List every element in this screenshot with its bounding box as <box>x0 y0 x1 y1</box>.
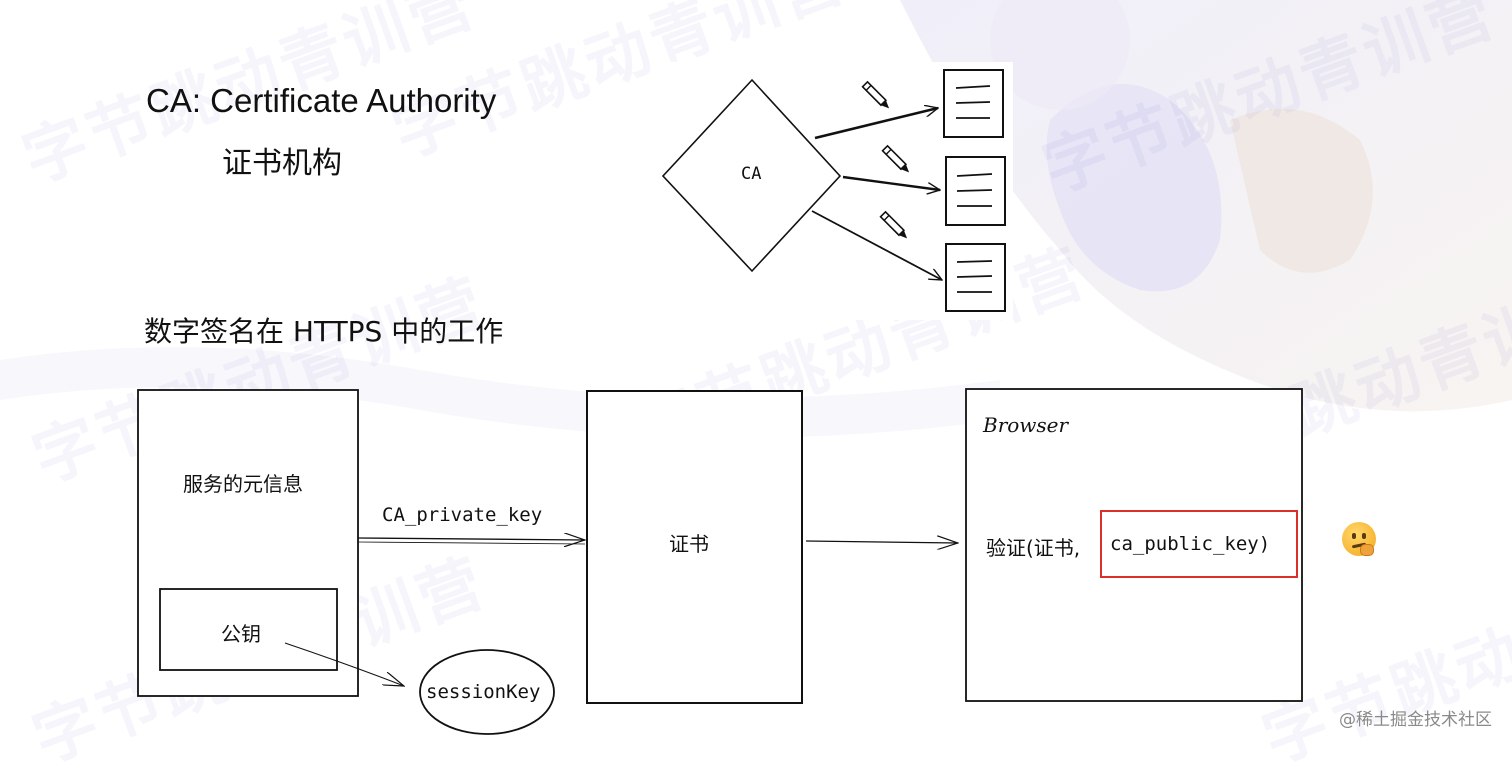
certificate-doc-icon <box>945 243 1006 312</box>
thinking-face-icon <box>1342 522 1376 556</box>
page-title: CA: Certificate Authority <box>146 82 497 119</box>
ca-node-diamond <box>661 78 842 273</box>
ca-arrow-1 <box>814 108 938 140</box>
certificate-label: 证书 <box>669 532 709 556</box>
ca-node-label: CA <box>741 164 762 184</box>
certificate-doc-icon <box>943 69 1004 138</box>
page-subtitle: 证书机构 <box>222 146 342 181</box>
browser-box <box>965 388 1303 702</box>
pencil-icon <box>861 80 890 109</box>
public-key-box <box>159 588 338 671</box>
session-key-arrow <box>284 642 404 686</box>
session-key-ellipse <box>419 649 555 735</box>
verify-prefix-label: 验证(证书, <box>986 536 1081 560</box>
ca-arrow-3 <box>811 210 942 281</box>
sign-arrow <box>357 538 585 540</box>
browser-label: Browser <box>983 413 1069 437</box>
https-flow-diagram <box>137 388 1303 735</box>
public-key-highlight <box>1100 510 1298 578</box>
verify-arrow <box>805 541 958 543</box>
ca-arrow-2 <box>842 175 940 190</box>
pencil-icon <box>879 210 908 239</box>
background-illustration <box>900 0 1512 412</box>
sign-arrow-shadow <box>357 541 586 545</box>
ca-diagram <box>661 69 1006 312</box>
certificate-box <box>586 390 803 704</box>
session-key-label: sessionKey <box>426 681 541 703</box>
server-info-label: 服务的元信息 <box>183 472 303 496</box>
source-credit: @稀土掘金技术社区 <box>1339 710 1492 730</box>
pencil-icon <box>881 144 910 173</box>
verify-key-label: ca_public_key) <box>1110 533 1271 555</box>
sign-arrow-label: CA_private_key <box>382 504 543 526</box>
section-title: 数字签名在 HTTPS 中的工作 <box>144 315 504 348</box>
public-key-label: 公钥 <box>221 622 261 646</box>
certificate-doc-icon <box>945 156 1006 226</box>
